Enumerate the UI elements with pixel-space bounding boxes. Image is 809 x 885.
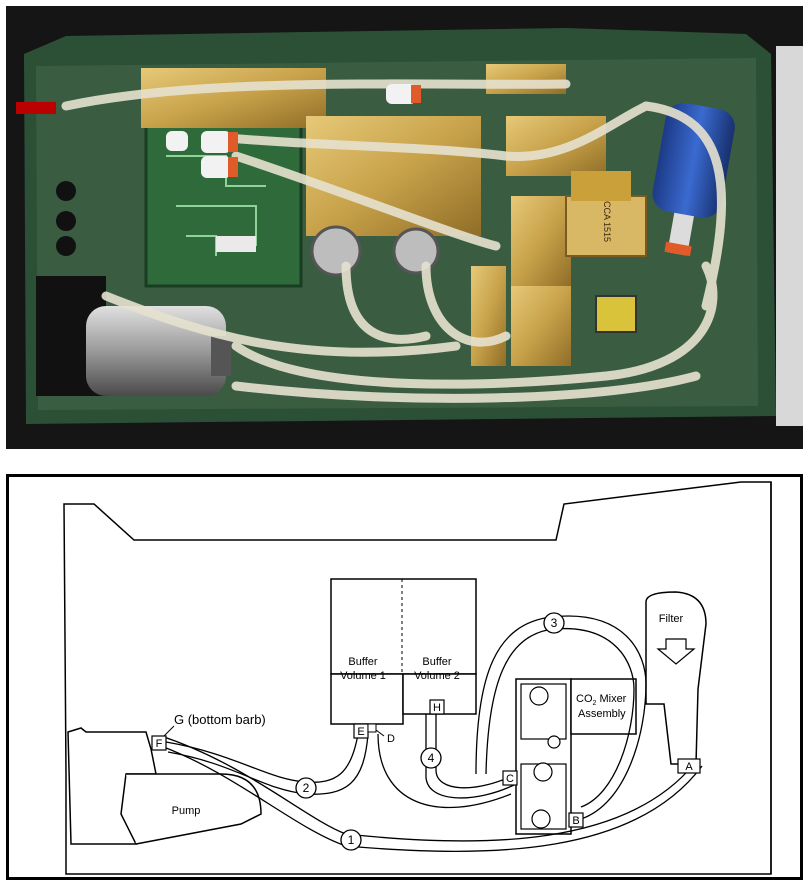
buffer-volume-block [306,116,481,236]
ports: F E D H C B A G (bottom barb) [151,699,701,828]
tube-fittings [166,84,421,178]
enclosure-outline [63,481,772,875]
arrow-down-icon [656,638,696,665]
pump: Pump [67,727,262,845]
port-b-label: B [572,815,579,827]
co2-mixer-manifold [511,196,571,286]
tube-number-4: 4 [428,751,435,765]
port-a [677,758,701,774]
port-h-label: H [433,702,441,714]
tubing [61,79,726,403]
port-c [502,770,518,786]
buffer-volume-2-line2: Volume 2 [414,670,460,682]
port-f-label: F [156,738,163,750]
port-f [151,735,167,751]
co2-mixer-label-line1: CO2 Mixer [576,693,627,707]
port-d-label: D [387,733,395,745]
tube-number-3: 3 [551,616,558,630]
co2-mixer-label-line2: Assembly [578,708,626,720]
port-g-label: G (bottom barb) [174,712,266,727]
port-a-label: A [685,761,693,773]
tubing-diagram: Buffer Volume 1 Buffer Volume 2 Pump CO2… [6,474,803,880]
pump-label: Pump [172,805,201,817]
port-h [429,699,445,715]
photo-label-cca: CCA 1515 [602,201,612,242]
filter: Filter [645,591,707,765]
buffer-volume-2-line1: Buffer [422,656,451,668]
port-e-label: E [357,726,364,738]
blue-filter [652,102,735,257]
co2-mixer-assembly: CO2 Mixer Assembly [515,678,637,835]
tube-numbers: 1 2 3 4 [295,612,565,851]
filter-label: Filter [659,613,684,625]
top-brass-block [141,68,326,128]
port-c-label: C [506,773,514,785]
tube-number-1: 1 [348,833,355,847]
tube-number-2: 2 [303,781,310,795]
port-b [568,812,584,828]
buffer-volume-1-line1: Buffer [348,656,377,668]
buffer-volume-1-line2: Volume 1 [340,670,386,682]
internal-photo: CCA 1515 [6,6,803,449]
buffer-volumes: Buffer Volume 1 Buffer Volume 2 [330,578,477,725]
